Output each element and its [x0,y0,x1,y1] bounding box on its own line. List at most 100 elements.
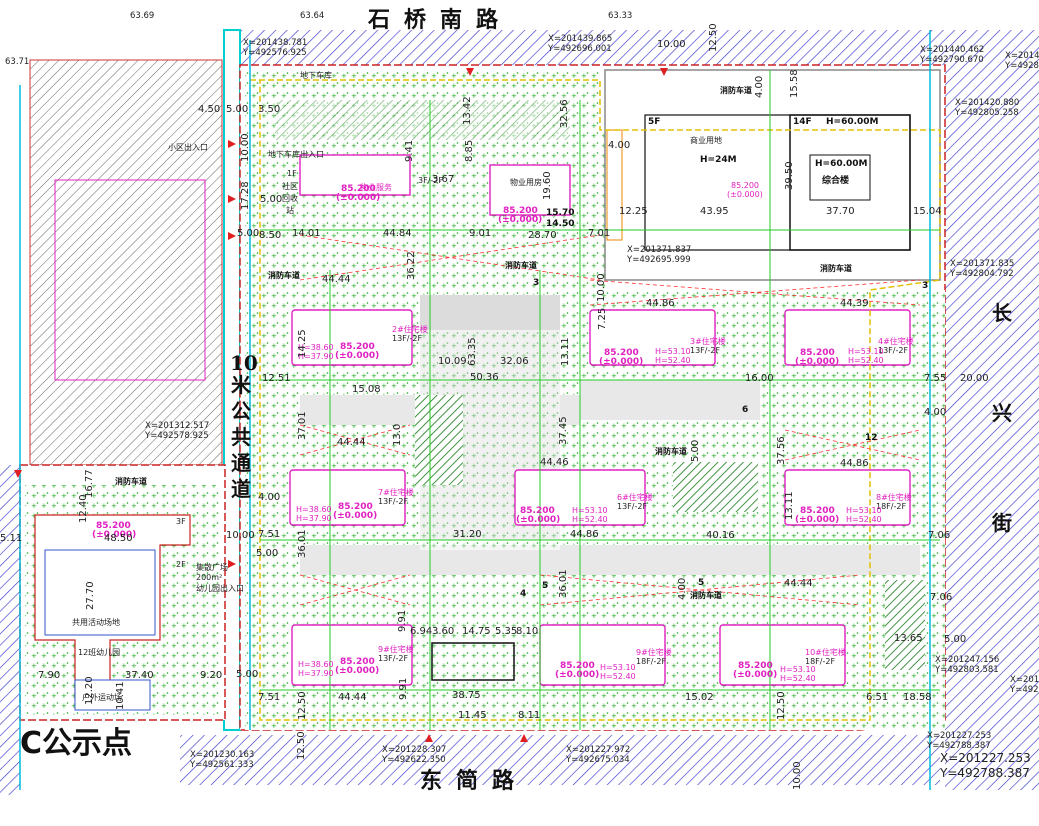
svg-text:14.01: 14.01 [292,228,321,239]
svg-text:10.09: 10.09 [438,356,467,367]
fire-lane-4: 消防车道 [820,263,852,273]
svg-text:13F/-2F: 13F/-2F [690,346,720,355]
west-road-band [0,465,20,795]
svg-text:12.20: 12.20 [84,676,95,705]
kindergarten-inner [44,549,156,636]
svg-text:38.75: 38.75 [452,690,481,701]
comm-elev: 85.200 [731,181,759,190]
elev-2: 63.64 [300,11,324,21]
coord-4: X=201421Y=492847 [1004,51,1039,71]
svg-text:8#住宅楼: 8#住宅楼 [876,492,912,502]
svg-text:28.70: 28.70 [528,230,557,241]
svg-text:15.02: 15.02 [685,692,714,703]
coord-bottom-right: X=201227.253 Y=492788.387 [939,751,1031,780]
svg-text:10.00: 10.00 [226,530,255,541]
svg-text:17.28: 17.28 [240,181,251,210]
neighbor-building [54,179,206,381]
svg-text:Y=492578.925: Y=492578.925 [144,431,209,441]
label-kg-elev-sub: (±0.000) [92,530,136,540]
svg-text:公: 公 [231,399,251,423]
svg-text:36.22: 36.22 [406,251,417,280]
svg-text:Y=492790.670: Y=492790.670 [919,55,984,65]
label-basement-entry: 地下车库出入口 [268,149,324,159]
fire-lane-3: 消防车道 [505,260,537,270]
svg-text:15.08: 15.08 [352,384,381,395]
comm-height: H=60.00M [826,117,879,127]
south-gate [431,642,515,681]
svg-text:Y=492788.387: Y=492788.387 [926,741,991,751]
svg-text:X=201247.156: X=201247.156 [935,655,999,665]
commercial-tower [789,114,911,251]
commercial-tower-core [809,154,871,201]
svg-text:H=53.10: H=53.10 [655,347,691,356]
commercial-podium [644,114,911,251]
svg-text:18F/-2F: 18F/-2F [636,657,666,666]
svg-text:Y=492696.001: Y=492696.001 [547,44,612,54]
svg-text:7.90: 7.90 [38,670,60,681]
svg-text:X=201227.253: X=201227.253 [927,731,991,741]
svg-text:12.51: 12.51 [262,373,291,384]
svg-text:(±0.000): (±0.000) [335,351,379,361]
label-fl: 3F/-2F [418,176,443,185]
svg-text:14.25: 14.25 [297,329,308,358]
svg-text:H=37.90: H=37.90 [296,514,332,523]
svg-text:5.00: 5.00 [944,634,966,645]
svg-text:H=53.10: H=53.10 [846,506,882,515]
label-small-entry: 小区出入口 [168,142,208,152]
svg-text:米: 米 [231,373,252,397]
svg-text:5.00: 5.00 [236,669,258,680]
svg-text:(±0.000): (±0.000) [795,357,839,367]
label-kg-elev: 85.200 [96,521,131,531]
svg-text:9.01: 9.01 [469,228,491,239]
svg-text:7.06: 7.06 [930,592,952,603]
svg-text:9#住宅楼: 9#住宅楼 [636,647,672,657]
svg-text:16.00: 16.00 [745,373,774,384]
svg-text:85.200: 85.200 [800,348,835,358]
label-prop-elev: 85.200 [503,206,538,216]
svg-text:85.200: 85.200 [604,348,639,358]
svg-text:13F/-2F: 13F/-2F [378,497,408,506]
svg-text:85.200: 85.200 [338,502,373,512]
label-prop-h2: 14.50 [546,219,574,229]
label-prop-elev-sub: (±0.000) [498,215,542,225]
entry-markers [14,68,668,742]
label-prop-h1: 15.70 [546,208,574,218]
svg-text:H=37.90: H=37.90 [298,352,334,361]
svg-text:5.00: 5.00 [690,440,701,462]
svg-text:44.44: 44.44 [784,578,813,589]
svg-text:10: 10 [230,351,258,375]
svg-text:X=201439.865: X=201439.865 [548,34,612,44]
svg-text:H=52.40: H=52.40 [572,515,608,524]
sport-court [74,679,151,711]
svg-text:3.60: 3.60 [432,626,454,637]
svg-text:44.46: 44.46 [540,457,569,468]
svg-text:X=201230.163: X=201230.163 [190,750,254,760]
label-kg-2f: 2F [176,560,186,569]
svg-text:Y=492622.350: Y=492622.350 [381,755,446,765]
block-no-7: 4 [520,589,526,599]
svg-text:13F/-2F: 13F/-2F [392,334,422,343]
bldg-7: 7#住宅楼 13F/-2F H=38.60 H=37.90 85.200 (±0… [296,487,414,523]
elev-1: 63.69 [130,11,154,21]
svg-text:X=201440.462: X=201440.462 [920,45,984,55]
block-no-5: 5 [542,581,548,591]
svg-text:7.51: 7.51 [258,529,280,540]
svg-text:12.50: 12.50 [297,691,308,720]
block-no-6: 5 [698,578,704,588]
bldg-10: 10#住宅楼 18F/-2F H=53.10 H=52.40 85.200 (±… [733,647,846,683]
svg-text:X=201371.835: X=201371.835 [950,259,1014,269]
svg-text:36.01: 36.01 [558,569,569,598]
comm-dim-4: 15.04 [913,206,942,217]
svg-text:X=201227.972: X=201227.972 [566,745,630,755]
svg-text:Y=492788.387: Y=492788.387 [939,766,1030,780]
fire-lane-1: 消防车道 [720,85,752,95]
svg-text:Y=492806: Y=492806 [1009,685,1039,695]
